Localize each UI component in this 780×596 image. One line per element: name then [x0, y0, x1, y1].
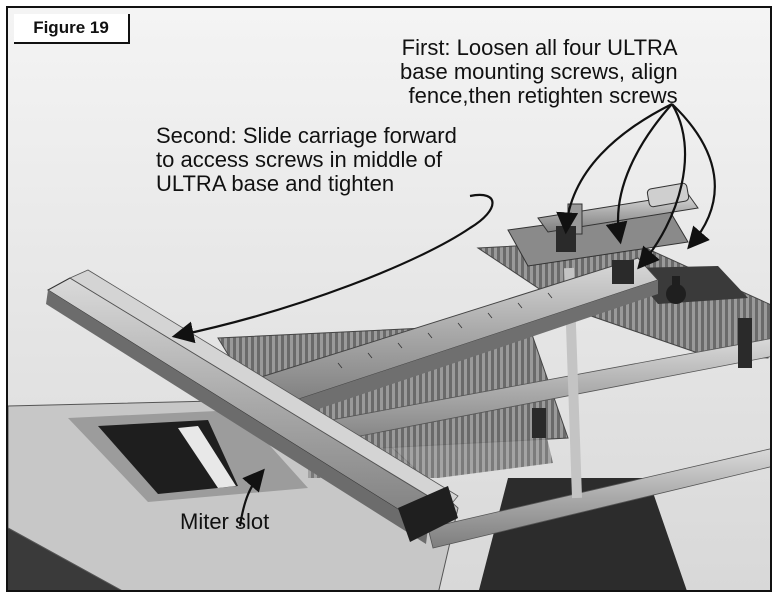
callout-miter-slot: Miter slot: [180, 509, 270, 534]
callout-second-line-3: ULTRA base and tighten: [156, 171, 395, 196]
callout-second-line-1: Second: Slide carriage forward: [156, 123, 457, 148]
callout-first-line-1: First: Loosen all four ULTRA: [401, 35, 678, 60]
callout-first-line-2: base mounting screws, align: [400, 59, 678, 84]
figure-label: Figure 19: [14, 14, 130, 44]
callout-first-line-3: fence,then retighten screws: [408, 83, 678, 108]
callout-first-step: First: Loosen all four ULTRA base mounti…: [400, 36, 678, 108]
callout-second-line-2: to access screws in middle of: [156, 147, 443, 172]
callout-second-step: Second: Slide carriage forward to access…: [156, 124, 457, 196]
